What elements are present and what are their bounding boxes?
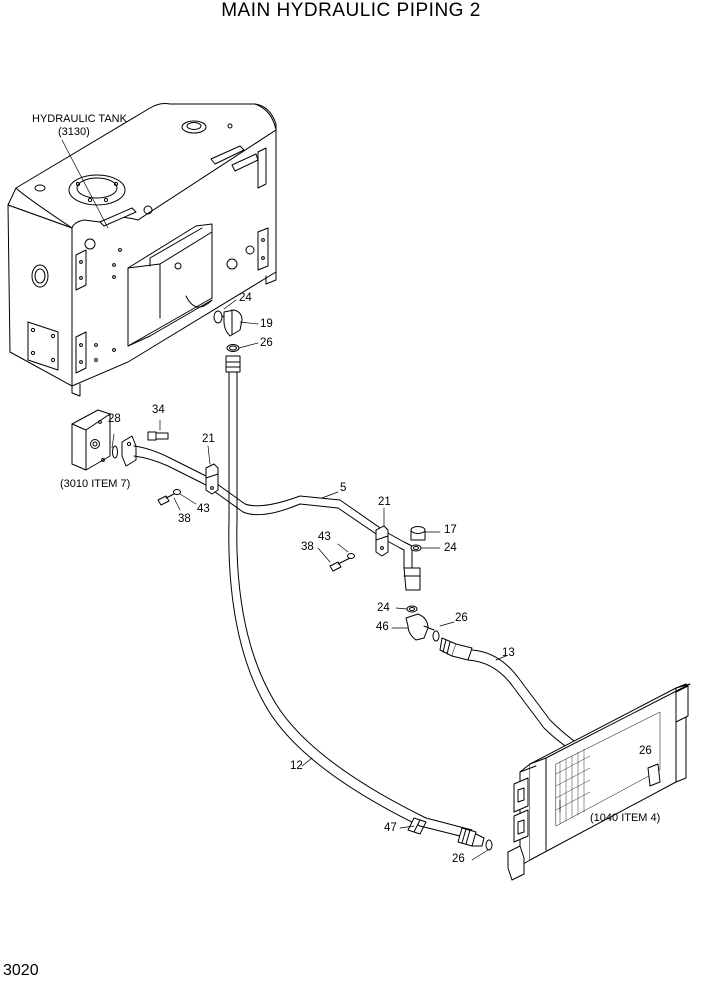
callout-5: 5: [340, 482, 347, 494]
bolts-and-washers: [148, 420, 355, 571]
callout-24-c: 24: [377, 602, 390, 614]
callout-38: 38: [178, 513, 191, 525]
callout-34: 34: [152, 404, 165, 416]
callout-43: 43: [197, 503, 210, 515]
callout-28: 28: [108, 413, 121, 425]
callout-21: 21: [202, 433, 215, 445]
callout-26-c: 26: [639, 745, 652, 757]
hydraulic-tank: [8, 104, 276, 397]
cap-and-orings: [396, 527, 440, 613]
tank-outlet-fittings: [214, 300, 258, 372]
callout-43-b: 43: [318, 531, 331, 543]
tank-ref-label: (3130): [58, 126, 90, 138]
page-title: MAIN HYDRAULIC PIPING 2: [221, 0, 481, 21]
callout-21-b: 21: [378, 496, 391, 508]
callout-47: 47: [384, 822, 397, 834]
callout-26: 26: [260, 337, 273, 349]
callout-38-b: 38: [301, 541, 314, 553]
callout-13: 13: [502, 647, 515, 659]
valve-block-ref-label: (3010 ITEM 7): [60, 478, 131, 490]
valve-block: [72, 410, 118, 470]
elbow-46: [392, 614, 454, 641]
pipe-12: [229, 372, 492, 860]
callout-26-b: 26: [455, 612, 468, 624]
oil-cooler: [508, 684, 690, 880]
tank-name-label: HYDRAULIC TANK: [32, 113, 127, 125]
callout-24: 24: [239, 292, 252, 304]
pipe-5: [122, 436, 420, 590]
callout-12: 12: [290, 760, 303, 772]
callout-24-b: 24: [444, 542, 457, 554]
page-number: 3020: [3, 962, 39, 979]
callout-26-d: 26: [452, 853, 465, 865]
callout-17: 17: [444, 524, 457, 536]
callout-19: 19: [260, 318, 273, 330]
callout-46: 46: [376, 621, 389, 633]
oil-cooler-ref-label: (1040 ITEM 4): [590, 812, 661, 824]
